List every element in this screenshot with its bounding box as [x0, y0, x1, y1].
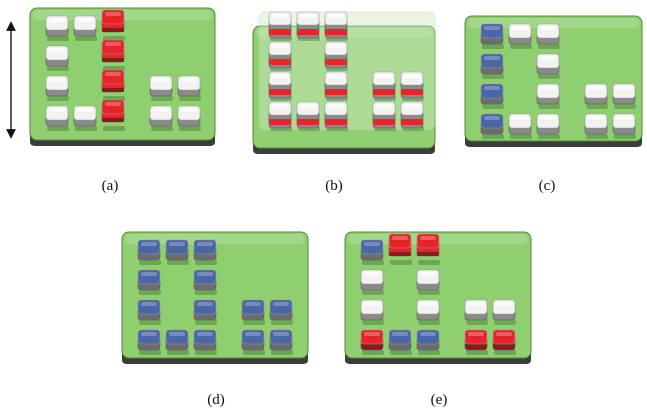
- key-blue: [241, 329, 265, 355]
- board-4: [121, 231, 309, 359]
- caption-b: (b): [325, 178, 343, 194]
- ghost-board: [258, 11, 436, 131]
- key-blue: [416, 329, 440, 355]
- key-blue: [193, 329, 217, 355]
- key-red-raised: [416, 233, 440, 265]
- key-red-band: [268, 41, 292, 71]
- key-blue: [480, 83, 504, 109]
- board-5: [344, 231, 532, 359]
- key-white: [416, 269, 440, 295]
- key-red-raised: [101, 99, 125, 131]
- key-blue: [193, 269, 217, 295]
- key-white: [536, 23, 560, 49]
- key-red-raised: [101, 9, 125, 41]
- key-white: [45, 45, 69, 71]
- key-red-band: [324, 101, 348, 131]
- key-white: [149, 75, 173, 101]
- key-red-band: [268, 11, 292, 41]
- key-blue: [137, 329, 161, 355]
- key-blue: [137, 269, 161, 295]
- key-red-band: [324, 11, 348, 41]
- key-blue: [193, 299, 217, 325]
- caption-d: (d): [207, 392, 225, 408]
- key-white: [464, 299, 488, 325]
- key-blue: [137, 239, 161, 265]
- key-white: [177, 105, 201, 131]
- key-white: [612, 83, 636, 109]
- key-red-band: [296, 101, 320, 131]
- board-3: [464, 15, 643, 142]
- key-white: [508, 113, 532, 139]
- panel-2: [252, 11, 436, 154]
- panel-5: [344, 231, 532, 364]
- key-blue: [137, 299, 161, 325]
- key-red: [492, 329, 516, 355]
- caption-e: (e): [431, 392, 448, 408]
- key-white: [536, 53, 560, 79]
- caption-c: (c): [539, 178, 556, 194]
- key-red-band: [324, 41, 348, 71]
- key-blue: [165, 329, 189, 355]
- key-white: [73, 105, 97, 131]
- key-blue: [480, 53, 504, 79]
- key-red-band: [296, 11, 320, 41]
- key-red-band: [324, 71, 348, 101]
- key-white: [177, 75, 201, 101]
- key-blue: [165, 239, 189, 265]
- key-red-band: [372, 101, 396, 131]
- key-red-raised: [388, 233, 412, 265]
- key-blue: [480, 23, 504, 49]
- key-red-raised: [101, 69, 125, 101]
- key-blue: [480, 113, 504, 139]
- key-white: [45, 15, 69, 41]
- key-white: [416, 299, 440, 325]
- key-white: [508, 23, 532, 49]
- panel-1: [6, 7, 216, 146]
- key-blue: [269, 329, 293, 355]
- key-red: [360, 329, 384, 355]
- key-red-band: [400, 71, 424, 101]
- key-red: [464, 329, 488, 355]
- key-white: [45, 75, 69, 101]
- key-white: [492, 299, 516, 325]
- key-red-band: [268, 101, 292, 131]
- key-blue: [193, 239, 217, 265]
- panel-4: [121, 231, 309, 364]
- key-blue: [360, 239, 384, 265]
- key-white: [360, 269, 384, 295]
- key-blue: [388, 329, 412, 355]
- key-white: [536, 83, 560, 109]
- key-blue: [269, 299, 293, 325]
- key-white: [584, 113, 608, 139]
- key-red-band: [372, 71, 396, 101]
- key-white: [45, 105, 69, 131]
- key-white: [584, 83, 608, 109]
- caption-a: (a): [102, 178, 119, 194]
- key-blue: [241, 299, 265, 325]
- panel-3: [464, 15, 643, 147]
- key-white: [536, 113, 560, 139]
- key-white: [612, 113, 636, 139]
- key-red-raised: [101, 39, 125, 71]
- key-red-band: [268, 71, 292, 101]
- key-white: [360, 299, 384, 325]
- key-red-band: [400, 101, 424, 131]
- key-white: [73, 15, 97, 41]
- key-white: [149, 105, 173, 131]
